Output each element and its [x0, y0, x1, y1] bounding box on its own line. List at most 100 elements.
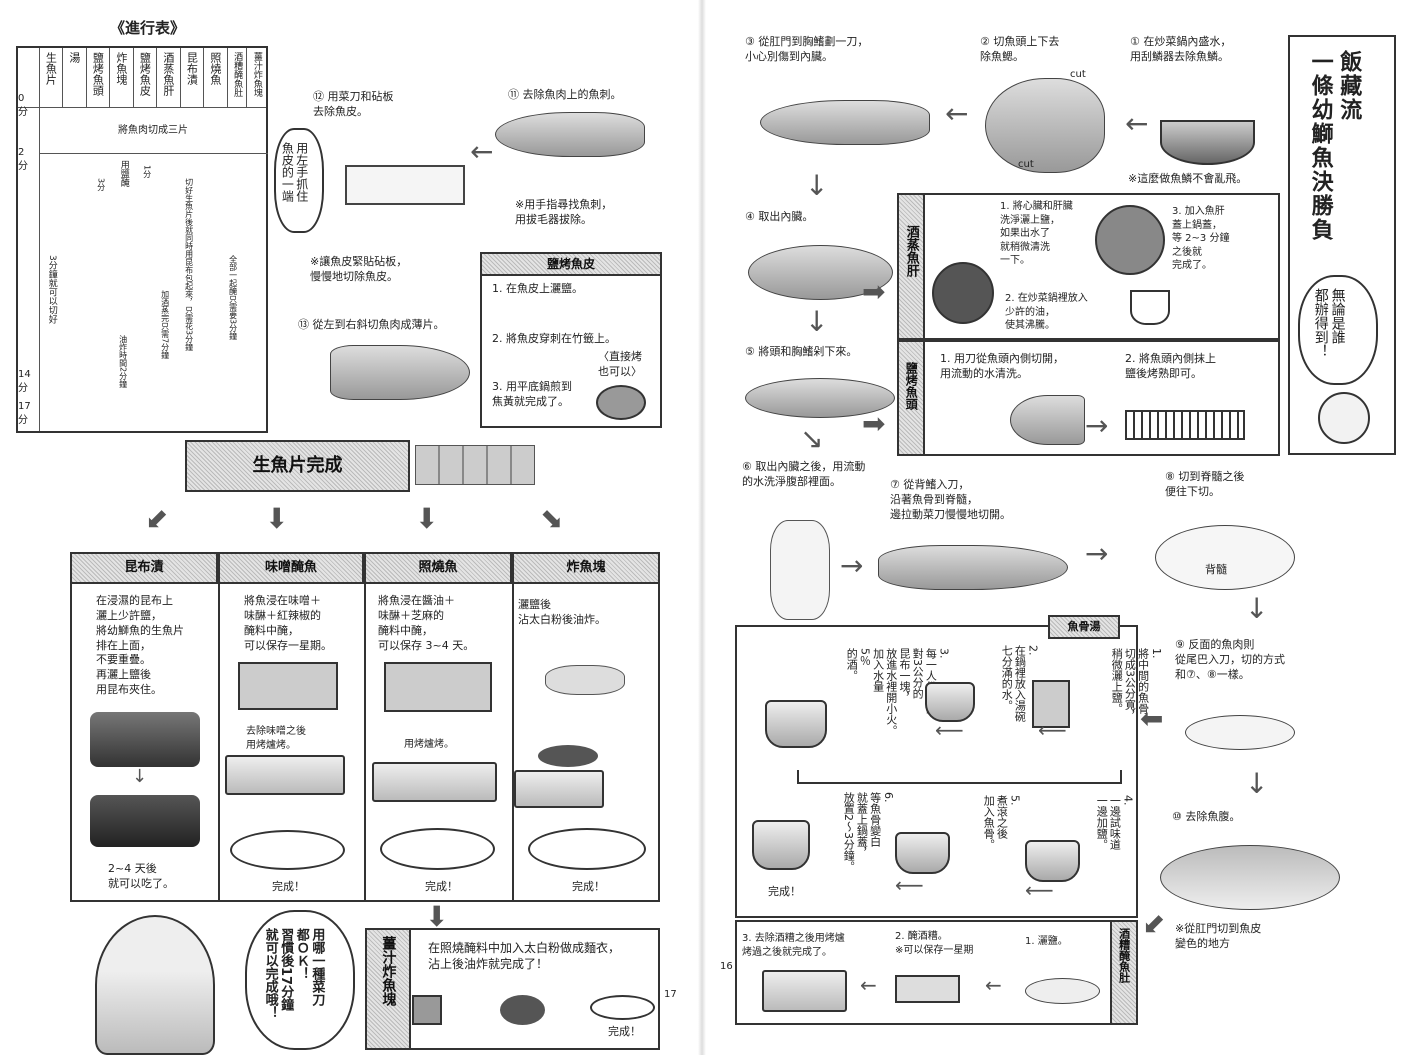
arrow-right-icon: → — [1085, 409, 1109, 442]
soup-step: 3. 每一人份的湯 對3公分的 昆布一塊， 放進水裡開小火。 加入水量 5％ 的… — [845, 648, 951, 736]
belly-step: 3. 去除酒糟之後用烤爐 烤過之後就完成了。 — [742, 933, 845, 958]
arrow-left-icon: ← — [1125, 107, 1149, 140]
belly-title-box: 酒糟醃魚肚 — [1110, 920, 1138, 1025]
page-number: 16 — [720, 961, 733, 972]
title-bubble-text: 無論是誰 都辦得到！ — [1312, 288, 1346, 358]
soup-step: 6. 等魚骨變白 就蓋上鍋蓋， 放置2〜3分鐘。 — [842, 792, 895, 872]
arrow-down-icon: ↓ — [1245, 767, 1269, 800]
pot-illustration — [1025, 840, 1080, 882]
flow-line — [797, 770, 1122, 784]
step-8: ⑧ 切到脊髓之後 便往下切。 — [1165, 470, 1245, 498]
step-12: ⑫ 用菜刀和砧板 去除魚皮。 — [313, 90, 394, 118]
soup-step: 5. 煮滾之後 加入魚骨。 — [982, 795, 1022, 850]
head-title-box: 鹽烤魚頭 — [897, 340, 925, 456]
dish-title: 昆布漬 — [70, 552, 218, 584]
plate-illustration — [380, 828, 495, 870]
arrow-down-icon: ↓ — [1245, 592, 1269, 625]
grill-illustration — [762, 970, 847, 1012]
soup-step: 2. 在鍋裡放入湯碗 七分滿的水。 — [1000, 645, 1040, 722]
ginger-box — [365, 928, 660, 1050]
schedule-note: 全部一起醃只需要3分鐘 — [228, 255, 238, 341]
arrow-right-icon: ➡ — [862, 407, 886, 440]
fillet-illustration — [1155, 525, 1295, 590]
grill-illustration — [372, 762, 497, 802]
head-title: 鹽烤魚頭 — [904, 362, 919, 410]
ginger-title: 薑汁炸魚塊 — [380, 936, 397, 1006]
step-1-note: ※這麼做魚鱗不會亂飛。 — [1128, 172, 1248, 185]
page-number: 17 — [664, 989, 677, 1000]
liver-step: 1. 將心臟和肝臟 洗淨灑上鹽， 如果出水了 就稍微清洗 一下。 — [1000, 201, 1073, 266]
liver-step: 3. 加入魚肝 蓋上鍋蓋， 等 2~3 分鐘 之後就 完成了。 — [1172, 206, 1230, 271]
dish-note: 去除味噌之後 用烤爐烤。 — [246, 726, 306, 751]
arrow-right-icon: → — [1085, 537, 1109, 570]
step-9: ⑨ 反面的魚肉則 從尾巴入刀，切的方式 和⑦、⑧一樣。 — [1175, 638, 1285, 681]
step-7: ⑦ 從背鰭入刀， 沿著魚骨到脊髓， 邊拉動菜刀慢慢地切開。 — [890, 478, 1011, 521]
col-header: 炸魚塊 — [114, 52, 128, 85]
plate-illustration — [528, 828, 646, 870]
schedule-note: 3分鐘就可以切好 — [46, 255, 57, 324]
fryer-illustration — [538, 745, 598, 767]
speech-bubble — [1298, 275, 1378, 385]
step-10: ⑩ 去除魚腹。 — [1172, 810, 1241, 823]
time-label: 17 分 — [18, 401, 31, 426]
arrow-left-icon: ⬋ — [1142, 907, 1166, 940]
pot-with-lid-illustration — [752, 820, 810, 870]
schedule-note: 將魚肉切成三片 — [118, 125, 188, 136]
col-header: 鹽烤魚皮 — [138, 52, 152, 96]
page-title: 飯藏流 一條幼鰤魚決勝負 — [1307, 50, 1362, 242]
plate-illustration — [590, 995, 655, 1020]
pot-illustration — [765, 700, 827, 748]
col-header: 湯 — [67, 52, 81, 63]
arrow-left-icon: ← — [985, 973, 1002, 997]
grill-rack-illustration — [1125, 410, 1245, 440]
kombu-illustration — [90, 795, 200, 847]
step-13: ⑬ 從左到右斜切魚肉成薄片。 — [298, 318, 445, 331]
fish-illustration — [760, 100, 930, 145]
chef-illustration — [95, 915, 215, 1055]
step-10-note: ※從肛門切到魚皮 變色的地方 — [1175, 922, 1262, 950]
dish-note: 用烤爐烤。 — [404, 739, 454, 750]
schedule-note: 1分 — [142, 165, 152, 179]
fillet-illustration — [1185, 715, 1295, 750]
done-label: 完成！ — [572, 880, 605, 893]
belly-step: 1. 灑鹽。 — [1025, 936, 1068, 947]
liver-title: 酒蒸魚肝 — [903, 225, 919, 277]
pan-illustration — [932, 262, 994, 324]
fish-head-illustration — [1010, 395, 1085, 445]
head-step: 1. 用刀從魚頭內側切開， 用流動的水清洗。 — [940, 352, 1064, 380]
step-12-bubble: 用左手抓住 魚皮的一端 — [280, 142, 309, 202]
time-label: 2 分 — [18, 147, 28, 172]
col-header: 昆布漬 — [185, 52, 199, 85]
belly-title: 酒糟醃魚肚 — [1117, 928, 1131, 983]
arrow-down-icon: ⬊ — [540, 502, 564, 535]
done-label: 完成！ — [272, 880, 305, 893]
fillet-illustration — [330, 345, 470, 400]
schedule-note: 油炸時間2分鐘 — [118, 335, 128, 389]
salt-skin-step: 1. 在魚皮上灑鹽。 — [492, 282, 583, 295]
arrow-right-icon: → — [840, 549, 864, 582]
schedule-note: 用鹽醃 — [118, 160, 129, 187]
col-header: 酒蒸魚肝 — [161, 52, 175, 96]
sashimi-illustration — [415, 445, 535, 485]
salt-skin-note: 〈直接烤 也可以〉 — [598, 350, 642, 378]
arrow-down-icon: ⬇ — [265, 502, 289, 535]
arrow-down-icon: ↘ — [800, 422, 824, 455]
wok-illustration — [1160, 120, 1255, 165]
pot-illustration — [895, 832, 950, 874]
chef-face-illustration — [1318, 392, 1370, 444]
spine-label: 背髓 — [1205, 563, 1227, 576]
arrow-left-icon: ⬅ — [1140, 702, 1164, 735]
step-12-note: ※讓魚皮緊貼砧板， 慢慢地切除魚皮。 — [310, 255, 408, 283]
container-illustration — [238, 662, 338, 710]
step-3: ③ 從肛門到胸鰭劃一刀， 小心別傷到內臟。 — [745, 35, 869, 63]
dish-title: 照燒魚 — [364, 552, 512, 584]
dish-text: 將魚浸在醬油＋ 味醂＋芝麻的 醃料中醃， 可以保存 3~4 天。 — [378, 594, 475, 652]
dish-title: 味噌醃魚 — [218, 552, 364, 584]
arrow-left-icon: ← — [860, 973, 877, 997]
schedule-title: 《進行表》 — [110, 19, 186, 37]
soup-step: 1. 將中間的魚骨 切成3公分寬， 稍微灑上鹽。 — [1110, 648, 1163, 721]
step-6: ⑥ 取出內臟之後，用流動 的水洗淨腹部裡面。 — [742, 460, 866, 488]
time-label: 14 分 — [18, 369, 31, 394]
arrow-down-icon: ⬋ — [145, 502, 169, 535]
dish-note: 2~4 天後 就可以吃了。 — [108, 862, 174, 890]
